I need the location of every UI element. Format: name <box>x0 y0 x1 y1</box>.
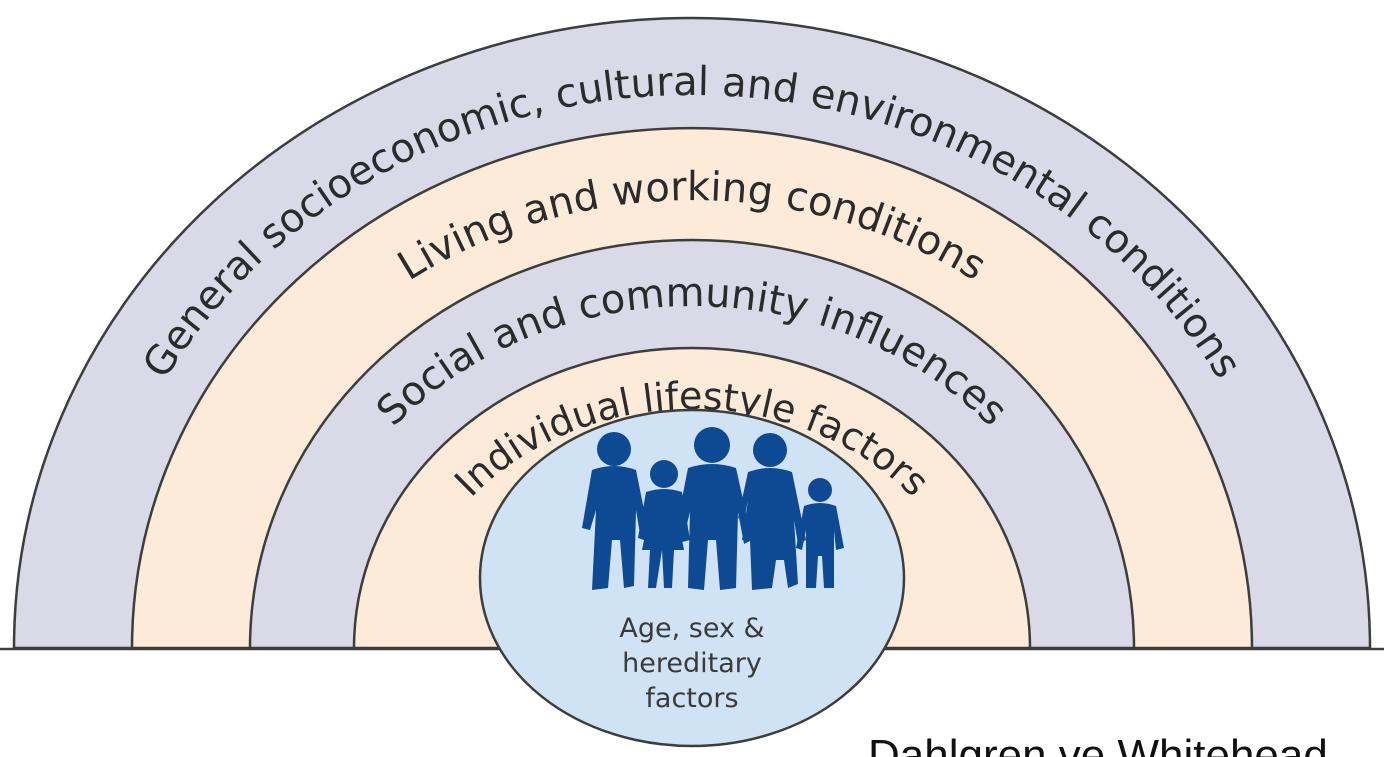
core-label-line-3: factors <box>645 683 738 714</box>
credit-caption: Dahlgren ve Whitehead <box>868 731 1328 757</box>
adult-figure-left <box>582 432 648 590</box>
core-label-line-2: hereditary <box>622 648 762 679</box>
child-figure-right <box>796 478 844 588</box>
family-silhouette-icon <box>582 427 844 590</box>
core-label-line-1: Age, sex & <box>619 613 764 644</box>
child-figure-left <box>638 460 690 588</box>
adult-figure-right <box>738 433 806 590</box>
adult-figure-center <box>674 427 752 590</box>
